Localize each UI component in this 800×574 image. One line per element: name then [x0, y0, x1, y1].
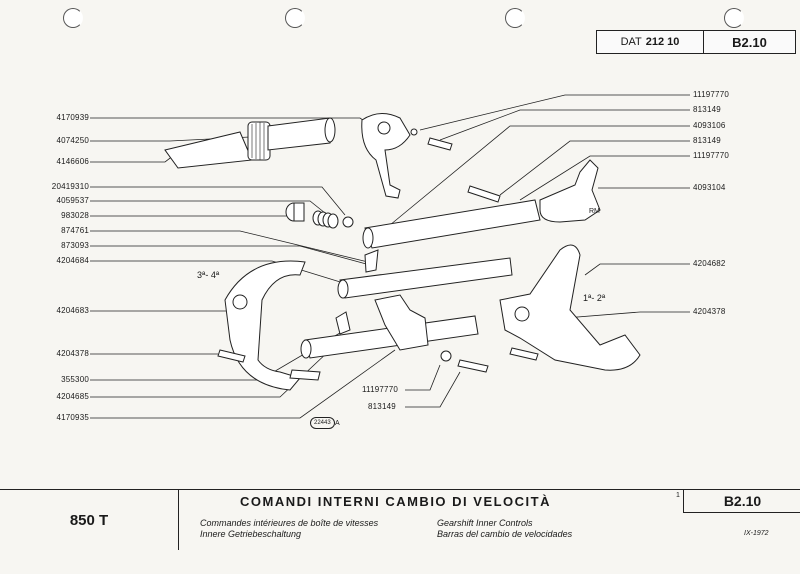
part-label: 873093	[61, 241, 89, 250]
part-label: 813149	[693, 105, 721, 114]
title-french: Commandes intérieures de boîte de vitess…	[200, 518, 379, 528]
part-label: 11197770	[693, 90, 730, 99]
part-label: 4093104	[693, 183, 726, 192]
title-english: Gearshift Inner Controls	[437, 518, 533, 528]
header-code: B2.10	[732, 34, 767, 50]
dat-reference: DAT 212 10	[597, 31, 704, 53]
dat-label: DAT	[620, 36, 642, 48]
part-label: 4204378	[693, 307, 726, 316]
issue-date: IX-1972	[744, 530, 769, 537]
gear-label-3-4: 3ª- 4ª	[197, 270, 220, 280]
drawing-ref-suffix: A	[335, 420, 340, 427]
part-label: 4204683	[56, 306, 89, 315]
part-label: 874761	[61, 226, 89, 235]
footer-code: B2.10	[683, 490, 800, 513]
punch-hole	[285, 8, 305, 28]
part-label: 4204685	[56, 392, 89, 401]
dat-number: 212 10	[645, 36, 680, 48]
part-label: 4204682	[693, 259, 726, 268]
gear-label-1-2: 1ª- 2ª	[583, 293, 606, 303]
title-german: Innere Getriebeschaltung	[200, 529, 302, 539]
drawing-ref-tag: 22443	[310, 417, 335, 429]
punch-hole	[63, 8, 83, 28]
sheet-mark: 1	[676, 492, 680, 499]
part-label: 20419310	[51, 182, 89, 191]
part-label: 355300	[61, 375, 89, 384]
model-name: 850 T	[0, 490, 179, 550]
punch-hole	[505, 8, 525, 28]
header-box: DAT 212 10 B2.10	[596, 30, 796, 54]
part-label: 4204684	[56, 256, 89, 265]
gear-label-rm: RM	[589, 208, 600, 215]
part-label: 4146606	[56, 157, 89, 166]
part-label: 4204378	[56, 349, 89, 358]
part-label: 813149	[693, 136, 721, 145]
title-spanish: Barras del cambio de velocidades	[437, 529, 573, 539]
title-italian: COMANDI INTERNI CAMBIO DI VELOCITÀ	[240, 494, 551, 509]
part-label: 11197770	[362, 385, 399, 394]
punch-hole	[724, 8, 744, 28]
part-label: 4059537	[56, 196, 89, 205]
title-block: 850 T COMANDI INTERNI CAMBIO DI VELOCITÀ…	[0, 489, 800, 550]
part-label: 983028	[61, 211, 89, 220]
part-label: 4074250	[56, 136, 89, 145]
part-label: 11197770	[693, 151, 730, 160]
part-label: 4093106	[693, 121, 726, 130]
part-label: 813149	[368, 402, 396, 411]
part-label: 4170939	[56, 113, 89, 122]
part-label: 4170935	[56, 413, 89, 422]
